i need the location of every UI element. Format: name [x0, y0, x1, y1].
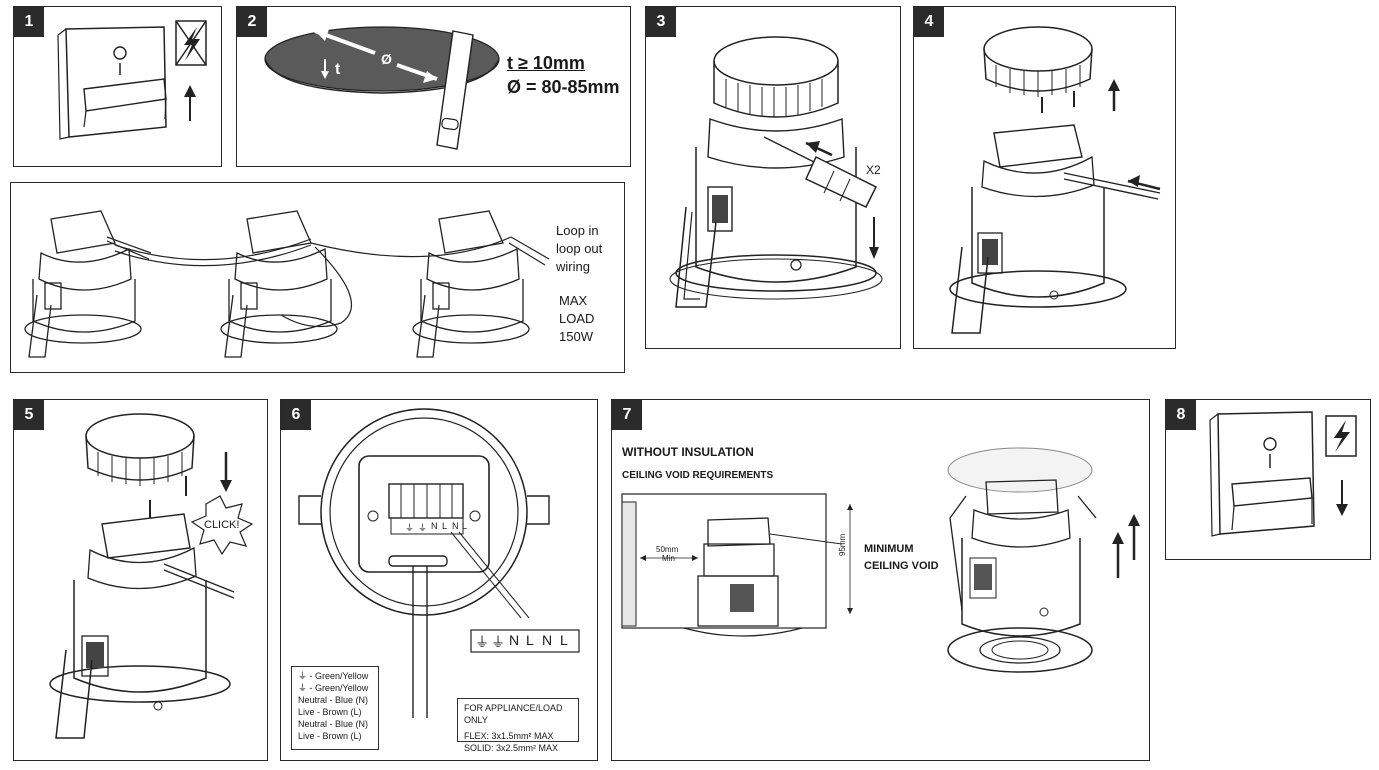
min-ceiling-void-line-2: CEILING VOID [864, 560, 939, 572]
downlight-1 [24, 210, 142, 358]
terminal-block-top-view-illustration [298, 408, 580, 718]
terminal-zoom-6: L [560, 632, 568, 648]
loop-cables [106, 236, 550, 328]
loop-wiring-panel: Loop in loop out wiring MAX LOAD 150W [10, 182, 625, 373]
thickness-spec: t ≥ 10mm [507, 53, 585, 73]
spec-solid: SOLID: 3x2.5mm² MAX [464, 743, 559, 753]
void-height-value: 95mm [838, 533, 847, 556]
repeat-count: X2 [866, 163, 881, 177]
spec-title: FOR APPLIANCE/LOAD ONLY [464, 703, 563, 725]
step-number: 5 [14, 400, 44, 430]
terminal-zoom-2: ⏚ [491, 634, 505, 650]
cut-hole-illustration [264, 26, 500, 150]
diameter-label: Ø [381, 51, 392, 67]
insulation-heading: WITHOUT INSULATION [622, 445, 754, 459]
legend-row: Neutral - Blue (N) [298, 719, 369, 729]
isolator-switch-off-illustration [57, 20, 207, 140]
legend-row: Live - Brown (L) [298, 731, 362, 741]
terminal-zoom-3: N [509, 632, 520, 648]
step-7-panel: 7 WITHOUT INSULATION CEILING VOID REQUIR… [611, 399, 1150, 761]
step-8-panel: 8 [1165, 399, 1371, 560]
terminal-marking-3: N [431, 521, 438, 531]
three-downlights-loop-wiring-illustration [24, 210, 550, 358]
step-4-panel: 4 [913, 6, 1176, 349]
remove-cover-screwdriver-illustration [669, 36, 883, 308]
step-number: 2 [237, 7, 267, 37]
step-number: 7 [612, 400, 642, 430]
step-number: 3 [646, 7, 676, 37]
refit-cover-illustration [49, 413, 254, 739]
step-number: 8 [1166, 400, 1196, 430]
step-2-panel: 2 t Ø t ≥ 10mm Ø = 80-85mm [236, 6, 631, 167]
legend-row: Live - Brown (L) [298, 707, 362, 717]
step-1-panel: 1 [13, 6, 222, 167]
step-5-panel: 5 CLICK! [13, 399, 268, 761]
terminal-marking-6: L [462, 521, 468, 531]
legend-row: ⏚ - Green/Yellow [298, 671, 369, 681]
downlight-3 [412, 210, 530, 358]
thickness-label: t [335, 61, 341, 78]
diameter-spec: Ø = 80-85mm [507, 77, 620, 97]
earth-icon: ⏚ [298, 683, 310, 693]
step-6-panel: 6 ⏚ ⏚ N L N L ⏚ ⏚ N L N L ⏚ - Green/Yell… [280, 399, 598, 761]
max-load-line-1: MAX [559, 293, 588, 308]
terminal-marking-5: N [452, 521, 459, 531]
min-distance-line-2: Min [662, 554, 675, 563]
isolator-switch-on-illustration [1209, 411, 1357, 537]
terminal-marking-2: ⏚ [418, 523, 428, 533]
step-number: 1 [14, 7, 44, 37]
step-number: 6 [281, 400, 311, 430]
void-requirements-heading: CEILING VOID REQUIREMENTS [622, 470, 774, 481]
loop-wiring-line-3: wiring [556, 259, 590, 274]
spec-flex: FLEX: 3x1.5mm² MAX [464, 731, 554, 741]
downlight-2 [220, 210, 338, 358]
wire-color-legend: ⏚ - Green/Yellow ⏚ - Green/Yellow Neutra… [291, 666, 379, 750]
terminal-marking-1: ⏚ [405, 523, 415, 533]
min-ceiling-void-line-1: MINIMUM [864, 543, 914, 555]
max-load-line-3: 150W [559, 329, 593, 344]
terminal-zoom-4: L [526, 632, 534, 648]
cable-spec-box: FOR APPLIANCE/LOAD ONLY FLEX: 3x1.5mm² M… [457, 698, 579, 753]
terminal-zoom-5: N [542, 632, 553, 648]
click-label: CLICK! [204, 519, 240, 531]
terminal-marking-4: L [442, 521, 448, 531]
max-load-line-2: LOAD [559, 311, 595, 326]
step-number: 4 [914, 7, 944, 37]
loop-wiring-line-1: Loop in [556, 223, 599, 238]
terminal-zoom-1: ⏚ [475, 634, 489, 650]
step-3-panel: 3 X2 [645, 6, 901, 349]
legend-row: Neutral - Blue (N) [298, 695, 369, 705]
earth-icon: ⏚ [298, 671, 310, 681]
loop-wiring-line-2: loop out [556, 241, 603, 256]
min-distance-line-1: 50mm [656, 545, 679, 554]
legend-row: ⏚ - Green/Yellow [298, 683, 369, 693]
ceiling-void-illustration [621, 447, 1140, 673]
cover-removed-illustration [949, 26, 1161, 334]
